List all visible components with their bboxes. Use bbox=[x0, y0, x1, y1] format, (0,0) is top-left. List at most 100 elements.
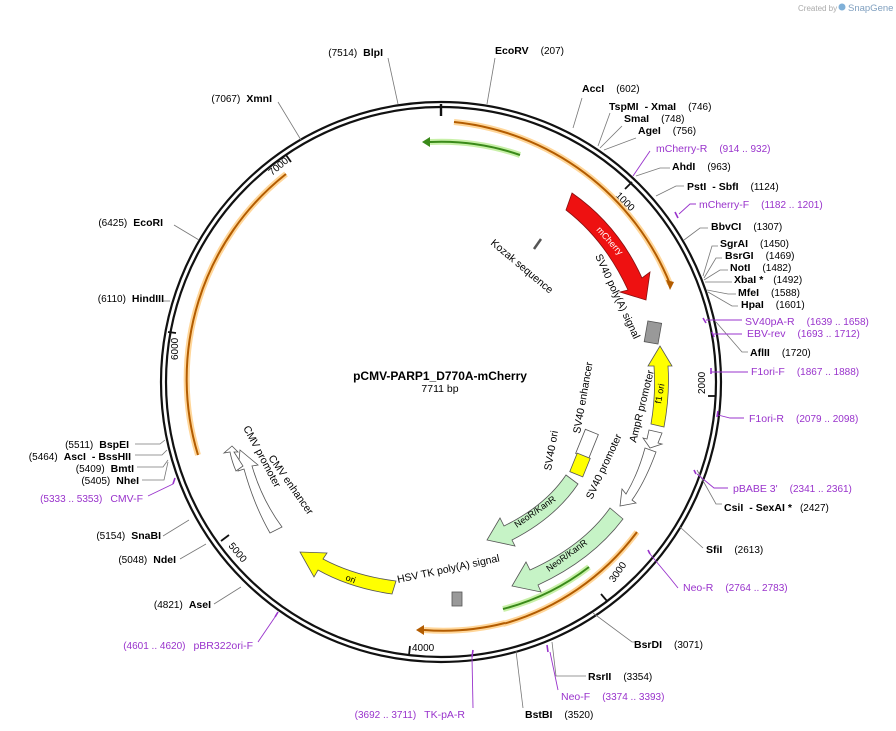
primer-f1ori-r: F1ori-R bbox=[749, 413, 784, 425]
hsv-tk-label: HSV TK poly(A) signal bbox=[396, 553, 500, 586]
site-snabi: SnaBI bbox=[131, 530, 161, 542]
svg-text:TspMI- XmaI(746): TspMI- XmaI(746) bbox=[609, 101, 711, 113]
snapgene-logo-icon bbox=[838, 3, 846, 11]
site-bsrdi: BsrDI bbox=[634, 639, 662, 651]
site-asei: AseI bbox=[189, 599, 211, 611]
svg-text:AccI(602): AccI(602) bbox=[582, 83, 640, 95]
tick-4000: 4000 bbox=[412, 643, 435, 654]
primer-sv40pa-r: SV40pA-R bbox=[745, 316, 795, 328]
tick-6000: 6000 bbox=[170, 337, 181, 360]
svg-text:SgrAI(1450): SgrAI(1450) bbox=[720, 238, 789, 250]
site-labels-left: (7514)BlpI (7067)XmnI (6425)EcoRI (6110)… bbox=[29, 47, 383, 611]
plasmid-name: pCMV-PARP1_D770A-mCherry bbox=[353, 369, 527, 383]
cmv-enhancer-feature: CMV enhancer bbox=[237, 449, 316, 534]
primer-neo-f: Neo-F bbox=[561, 691, 590, 703]
svg-text:(7514)BlpI: (7514)BlpI bbox=[328, 47, 383, 59]
primer-leaders bbox=[147, 150, 748, 709]
site-sgrai: SgrAI bbox=[720, 238, 748, 250]
scale-ticks bbox=[167, 154, 716, 656]
svg-text:BsrGI(1469): BsrGI(1469) bbox=[725, 250, 795, 262]
site-bmti: BmtI bbox=[111, 463, 134, 475]
svg-text:(4821)AseI: (4821)AseI bbox=[154, 599, 211, 611]
svg-text:PstI- SbfI(1124): PstI- SbfI(1124) bbox=[687, 181, 779, 193]
site-xbai: XbaI bbox=[734, 274, 756, 286]
site-csii: CsiI bbox=[724, 502, 743, 514]
svg-text:F1ori-R(2079 .. 2098): F1ori-R(2079 .. 2098) bbox=[749, 413, 858, 425]
primer-pbabe3: pBABE 3' bbox=[733, 483, 778, 495]
svg-text:(6110)HindIII: (6110)HindIII bbox=[98, 293, 164, 305]
svg-text:AflII(1720): AflII(1720) bbox=[750, 347, 811, 359]
ori-label: ori bbox=[344, 572, 357, 585]
kozak-label: Kozak sequence bbox=[488, 237, 555, 296]
svg-text:(5405)NheI: (5405)NheI bbox=[81, 475, 139, 487]
svg-text:(5464)AscI- BssHII: (5464)AscI- BssHII bbox=[29, 451, 131, 463]
svg-text:AhdI(963): AhdI(963) bbox=[672, 161, 731, 173]
svg-text:(3692 .. 3711)TK-pA-R: (3692 .. 3711)TK-pA-R bbox=[355, 709, 466, 721]
svg-text:(7067)XmnI: (7067)XmnI bbox=[211, 93, 272, 105]
plasmid-size: 7711 bp bbox=[421, 383, 458, 395]
site-agei: AgeI bbox=[638, 125, 661, 137]
site-tspmi: TspMI bbox=[609, 101, 639, 113]
svg-text:AgeI(756): AgeI(756) bbox=[638, 125, 696, 137]
site-blpi: BlpI bbox=[363, 47, 383, 59]
svg-text:(5511)BspEI: (5511)BspEI bbox=[65, 439, 129, 451]
hsv-tk-box bbox=[451, 591, 463, 607]
svg-text:RsrII(3354): RsrII(3354) bbox=[588, 671, 652, 683]
primer-f1ori-f: F1ori-F bbox=[751, 366, 785, 378]
svg-text:Neo-R(2764 .. 2783): Neo-R(2764 .. 2783) bbox=[683, 582, 788, 594]
site-bsrgi: BsrGI bbox=[725, 250, 754, 262]
svg-text:XbaI*(1492): XbaI*(1492) bbox=[734, 274, 802, 286]
site-ecori: EcoRI bbox=[133, 217, 163, 229]
svg-text:BstBI(3520): BstBI(3520) bbox=[525, 709, 593, 721]
sv40-ori-feature: SV40 ori bbox=[542, 430, 591, 478]
tick-5000: 5000 bbox=[226, 541, 249, 565]
svg-text:EBV-rev(1693 .. 1712): EBV-rev(1693 .. 1712) bbox=[747, 328, 860, 340]
site-acci: AccI bbox=[582, 83, 604, 95]
tick-2000: 2000 bbox=[697, 371, 708, 394]
primer-labels: mCherry-R(914 .. 932) mCherry-F(1182 .. … bbox=[40, 143, 869, 721]
svg-text:Neo-F(3374 .. 3393): Neo-F(3374 .. 3393) bbox=[561, 691, 664, 703]
svg-text:(5048)NdeI: (5048)NdeI bbox=[118, 554, 176, 566]
primer-neo-r: Neo-R bbox=[683, 582, 714, 594]
site-leaders-left bbox=[135, 57, 399, 605]
neo-inner-feature: NeoR/KanR bbox=[486, 474, 579, 547]
brand-text: SnapGene bbox=[848, 3, 893, 14]
primer-mcherry-f: mCherry-F bbox=[699, 199, 749, 211]
primer-pbr322ori-f: pBR322ori-F bbox=[193, 640, 253, 652]
svg-text:SfiI(2613): SfiI(2613) bbox=[706, 544, 763, 556]
svg-text:F1ori-F(1867 .. 1888): F1ori-F(1867 .. 1888) bbox=[751, 366, 859, 378]
site-ndei: NdeI bbox=[153, 554, 176, 566]
site-ahdi: AhdI bbox=[672, 161, 695, 173]
site-sfii: SfiI bbox=[706, 544, 722, 556]
site-bstbi: BstBI bbox=[525, 709, 553, 721]
svg-text:SmaI(748): SmaI(748) bbox=[624, 113, 684, 125]
svg-text:MfeI(1588): MfeI(1588) bbox=[738, 287, 800, 299]
svg-text:(6425)EcoRI: (6425)EcoRI bbox=[98, 217, 163, 229]
sv40-enhancer-feature: SV40 enhancer bbox=[571, 361, 599, 460]
svg-text:EcoRV(207): EcoRV(207) bbox=[495, 45, 564, 57]
primer-tk-pa-r: TK-pA-R bbox=[424, 709, 465, 721]
site-rsrii: RsrII bbox=[588, 671, 611, 683]
site-hindiii: HindIII bbox=[132, 293, 164, 305]
site-nhei: NheI bbox=[116, 475, 139, 487]
orf-bands bbox=[183, 119, 674, 635]
svg-text:SV40pA-R(1639 .. 1658): SV40pA-R(1639 .. 1658) bbox=[745, 316, 869, 328]
site-labels-right: EcoRV(207) AccI(602) TspMI- XmaI(746) Sm… bbox=[495, 45, 829, 721]
kozak-mark bbox=[532, 238, 543, 250]
svg-text:(5333 .. 5353)CMV-F: (5333 .. 5353)CMV-F bbox=[40, 493, 143, 505]
site-smai: SmaI bbox=[624, 113, 649, 125]
site-xmni: XmnI bbox=[246, 93, 272, 105]
site-mfei: MfeI bbox=[738, 287, 759, 299]
site-ecorv: EcoRV bbox=[495, 45, 529, 57]
svg-text:(5409)BmtI: (5409)BmtI bbox=[76, 463, 134, 475]
created-by-text: Created by bbox=[798, 4, 837, 13]
site-bspei: BspEI bbox=[99, 439, 129, 451]
site-bbvci: BbvCI bbox=[711, 221, 741, 233]
sv40-pa-box bbox=[643, 320, 663, 345]
sv40-enhancer-label: SV40 enhancer bbox=[571, 361, 595, 435]
site-leaders-right bbox=[486, 57, 748, 709]
svg-text:pBABE 3'(2341 .. 2361): pBABE 3'(2341 .. 2361) bbox=[733, 483, 852, 495]
svg-text:(4601 .. 4620)pBR322ori-F: (4601 .. 4620)pBR322ori-F bbox=[123, 640, 253, 652]
primer-mcherry-r: mCherry-R bbox=[656, 143, 708, 155]
